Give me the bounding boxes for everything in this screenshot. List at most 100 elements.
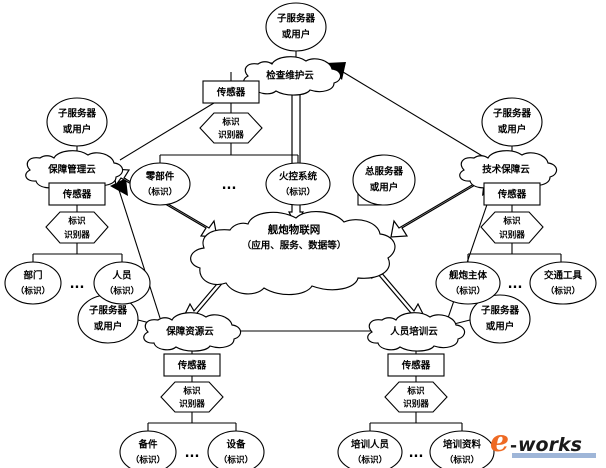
sub-server-bottomleft[interactable]: 子服务器 或用户 [77,294,139,344]
cloud-top-label: 检查维护云 [266,70,314,82]
connector-right-cloud-to-top-cloud [326,62,490,161]
ellipsis-bottomleft: ... [185,446,200,461]
sensor-top[interactable]: 传感器 [202,80,260,104]
cloud-bottomleft-support-resources[interactable]: 保障资源云 [143,312,242,352]
leaf-left-2[interactable]: 人员 （标识） [93,261,151,305]
cloud-right-technical-support[interactable]: 技术保障云 [459,150,558,190]
sub-server-top-line1: 子服务器 [277,13,316,25]
cloud-bottomleft-label: 保障资源云 [165,326,214,338]
leaf-right-1-tag: （标识） [451,285,485,297]
leaf-right-2[interactable]: 交通工具 （标识） [529,261,597,305]
sub-server-bottomright-line2: 或用户 [486,321,515,333]
watermark-word: works [518,434,582,456]
ellipsis-bottomright: ... [409,446,424,461]
identifier-right-line1: 标识 [502,215,521,227]
leaf-left-2-tag: （标识） [105,285,139,297]
watermark-dash: - [510,436,517,456]
cloud-bottomright-label: 人员培训云 [390,326,438,338]
sub-server-bottomright-line1: 子服务器 [481,305,520,317]
cloud-bottomright-personnel-training[interactable]: 人员培训云 [367,312,466,352]
leaf-right-1[interactable]: 舰炮主体 （标识） [435,261,501,305]
sub-server-left-line1: 子服务器 [58,108,97,120]
identifier-bottomright-line1: 标识 [406,385,425,397]
leaf-bottomright-1[interactable]: 培训人员 （标识） [337,430,403,468]
leaf-left-2-name: 人员 [112,270,132,282]
central-cloud-subtitle: （应用、服务、数据等） [242,240,347,252]
leaf-left-1-tag: （标识） [16,285,50,297]
leaf-bottomleft-1-tag: （标识） [131,454,165,466]
leaf-top-1-tag: （标识） [143,186,177,198]
connector-right-identifier-leaves [467,243,562,262]
watermark-bar [512,453,596,458]
cloud-left-support-management[interactable]: 保障管理云 [25,150,124,190]
leaf-bottomright-2-name: 培训资料 [443,439,482,451]
watermark-letter-e: e [490,424,509,459]
connector-bottomleft-cloud-to-left-cloud [110,178,161,319]
leaf-bottomright-2-tag: （标识） [445,454,479,466]
main-server[interactable]: 总服务器 或用户 [352,154,416,206]
leaf-top-2-name: 火控系统 [279,171,318,183]
sensor-left[interactable]: 传感器 [48,182,106,206]
leaf-top-2-tag: （标识） [281,186,315,198]
central-cloud[interactable]: 舰炮物联网 （应用、服务、数据等） [190,211,396,296]
ellipsis-left: ... [70,277,85,292]
identifier-top-line2: 识别器 [218,129,244,141]
sensor-bottomleft[interactable]: 传感器 [163,353,221,377]
sensor-bottomleft-label: 传感器 [177,360,207,372]
main-server-line2: 或用户 [370,182,399,194]
identifier-top[interactable]: 标识 识别器 [199,112,263,144]
sub-server-bottomleft-line2: 或用户 [94,321,123,333]
sub-server-top[interactable]: 子服务器 或用户 [265,2,327,52]
leaf-bottomright-1-tag: （标识） [353,454,387,466]
identifier-left-line1: 标识 [67,215,86,227]
sub-server-left-line2: 或用户 [63,124,92,136]
sensor-right[interactable]: 传感器 [483,182,541,206]
leaf-bottomleft-2-tag: （标识） [219,454,253,466]
identifier-bottomright[interactable]: 标识 识别器 [384,381,448,413]
central-cloud-title: 舰炮物联网 [268,223,321,236]
leaf-bottomleft-1[interactable]: 备件 （标识） [119,430,177,468]
identifier-top-line1: 标识 [221,116,240,128]
connector-bottomright-identifier-leaves [369,412,463,431]
leaf-right-2-name: 交通工具 [544,270,583,282]
ellipsis-top: ... [222,178,237,193]
sub-server-left[interactable]: 子服务器 或用户 [46,97,108,147]
sub-server-right-line1: 子服务器 [493,108,532,120]
identifier-right[interactable]: 标识 识别器 [480,211,544,244]
sensor-bottomright-label: 传感器 [401,360,431,372]
leaf-bottomright-2[interactable]: 培训资料 （标识） [429,430,495,468]
ellipsis-right: ... [508,277,523,292]
sub-server-bottomright[interactable]: 子服务器 或用户 [469,294,531,344]
leaf-top-1[interactable]: 零部件 （标识） [129,162,191,206]
sensor-bottomright[interactable]: 传感器 [387,353,445,377]
identifier-bottomleft[interactable]: 标识 识别器 [160,381,224,413]
identifier-left-line2: 识别器 [64,229,90,241]
leaf-left-1-name: 部门 [23,270,42,282]
connector-bottomleft-identifier-leaves [147,412,237,431]
eworks-watermark: e - works [490,424,596,459]
leaf-top-2[interactable]: 火控系统 （标识） [265,162,331,206]
leaf-top-1-name: 零部件 [145,171,175,183]
main-server-line1: 总服务器 [365,166,404,178]
cloud-left-label: 保障管理云 [47,164,96,176]
leaf-right-2-tag: （标识） [546,285,580,297]
connector-top-identifier-leaves [159,143,299,163]
sub-server-bottomleft-line1: 子服务器 [89,305,128,317]
leaf-right-1-name: 舰炮主体 [449,270,488,282]
sensor-top-label: 传感器 [216,87,246,99]
leaf-bottomright-1-name: 培训人员 [351,439,390,451]
leaf-bottomleft-2[interactable]: 设备 （标识） [207,430,265,468]
cloud-right-label: 技术保障云 [482,164,530,176]
sub-server-right-line2: 或用户 [498,124,527,136]
sub-server-right[interactable]: 子服务器 或用户 [481,97,543,147]
connector-left-identifier-leaves [32,243,123,262]
sensor-left-label: 传感器 [62,189,92,201]
leaf-bottomleft-1-name: 备件 [137,439,158,451]
identifier-right-line2: 识别器 [499,229,525,241]
leaf-bottomleft-2-name: 设备 [226,439,246,451]
leaf-left-1[interactable]: 部门 （标识） [4,261,62,305]
identifier-bottomright-line2: 识别器 [403,398,429,410]
identifier-left[interactable]: 标识 识别器 [45,211,109,244]
sub-server-top-line2: 或用户 [282,29,311,41]
